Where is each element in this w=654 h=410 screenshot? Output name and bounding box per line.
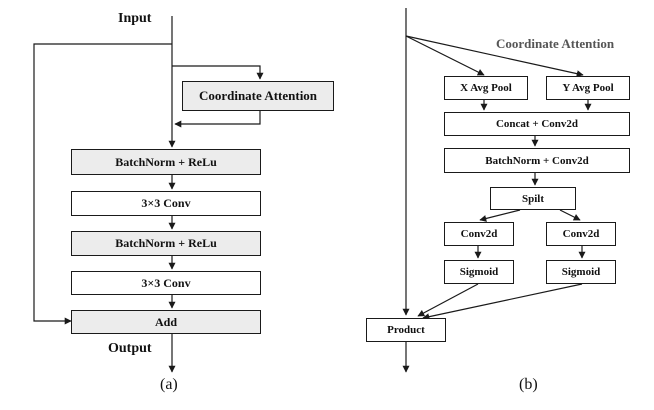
add-block: Add — [71, 310, 261, 334]
output-label: Output — [108, 341, 152, 356]
split-block: Spilt — [490, 187, 576, 210]
skip-connection-arrow — [33, 43, 172, 325]
batchnorm-conv2d-block: BatchNorm + Conv2d — [444, 148, 630, 173]
arrow-to-y-avg-pool — [405, 35, 584, 78]
coordinate-attention-title: Coordinate Attention — [496, 36, 615, 51]
conv2d-right-block: Conv2d — [546, 222, 616, 246]
conv2d-left-block: Conv2d — [444, 222, 514, 246]
input-label: Input — [118, 11, 152, 26]
sigmoid-left-block: Sigmoid — [444, 260, 514, 284]
caption-a: (a) — [160, 376, 178, 393]
arrow-to-x-avg-pool — [405, 35, 485, 76]
y-avg-pool-block: Y Avg Pool — [546, 76, 630, 100]
arrow-split-to-right-conv — [559, 209, 581, 221]
branch-to-attention-arrow — [172, 65, 264, 80]
coordinate-attention-block: Coordinate Attention — [182, 81, 334, 111]
product-block: Product — [366, 318, 446, 342]
sigmoid-right-block: Sigmoid — [546, 260, 616, 284]
concat-conv2d-block: Concat + Conv2d — [444, 112, 630, 136]
conv3x3-block-1: 3×3 Conv — [71, 191, 261, 216]
arrow-split-to-left-conv — [479, 209, 521, 222]
arrow-left-sigmoid-to-product — [417, 283, 479, 317]
batchnorm-relu-block-2: BatchNorm + ReLu — [71, 231, 261, 256]
caption-b: (b) — [519, 376, 538, 393]
attention-return-arrow — [174, 111, 261, 128]
arrow-right-sigmoid-to-product — [422, 283, 583, 321]
batchnorm-relu-block-1: BatchNorm + ReLu — [71, 149, 261, 175]
conv3x3-block-2: 3×3 Conv — [71, 271, 261, 295]
x-avg-pool-block: X Avg Pool — [444, 76, 528, 100]
